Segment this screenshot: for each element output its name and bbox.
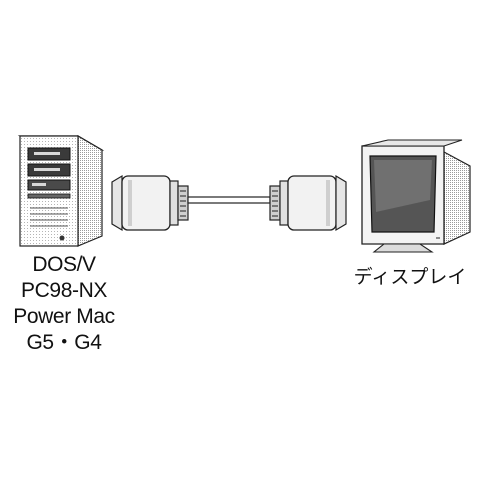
computer-label-pc98nx: PC98-NX	[21, 279, 107, 302]
display-label: ディスプレイ	[353, 266, 467, 288]
computer-label-powermac: Power Mac	[13, 305, 115, 328]
left-connector	[111, 174, 189, 232]
crt-monitor-icon	[361, 139, 471, 253]
tower-pc-icon	[17, 134, 105, 247]
computer-labels: DOS/V PC98-NX Power Mac G5・G4	[0, 252, 128, 356]
computer-label-g5g4: G5・G4	[26, 331, 102, 354]
cable-line	[187, 196, 271, 204]
computer-label-dosv: DOS/V	[32, 253, 96, 276]
right-connector	[269, 174, 347, 232]
vga-cable-icon	[111, 174, 347, 232]
